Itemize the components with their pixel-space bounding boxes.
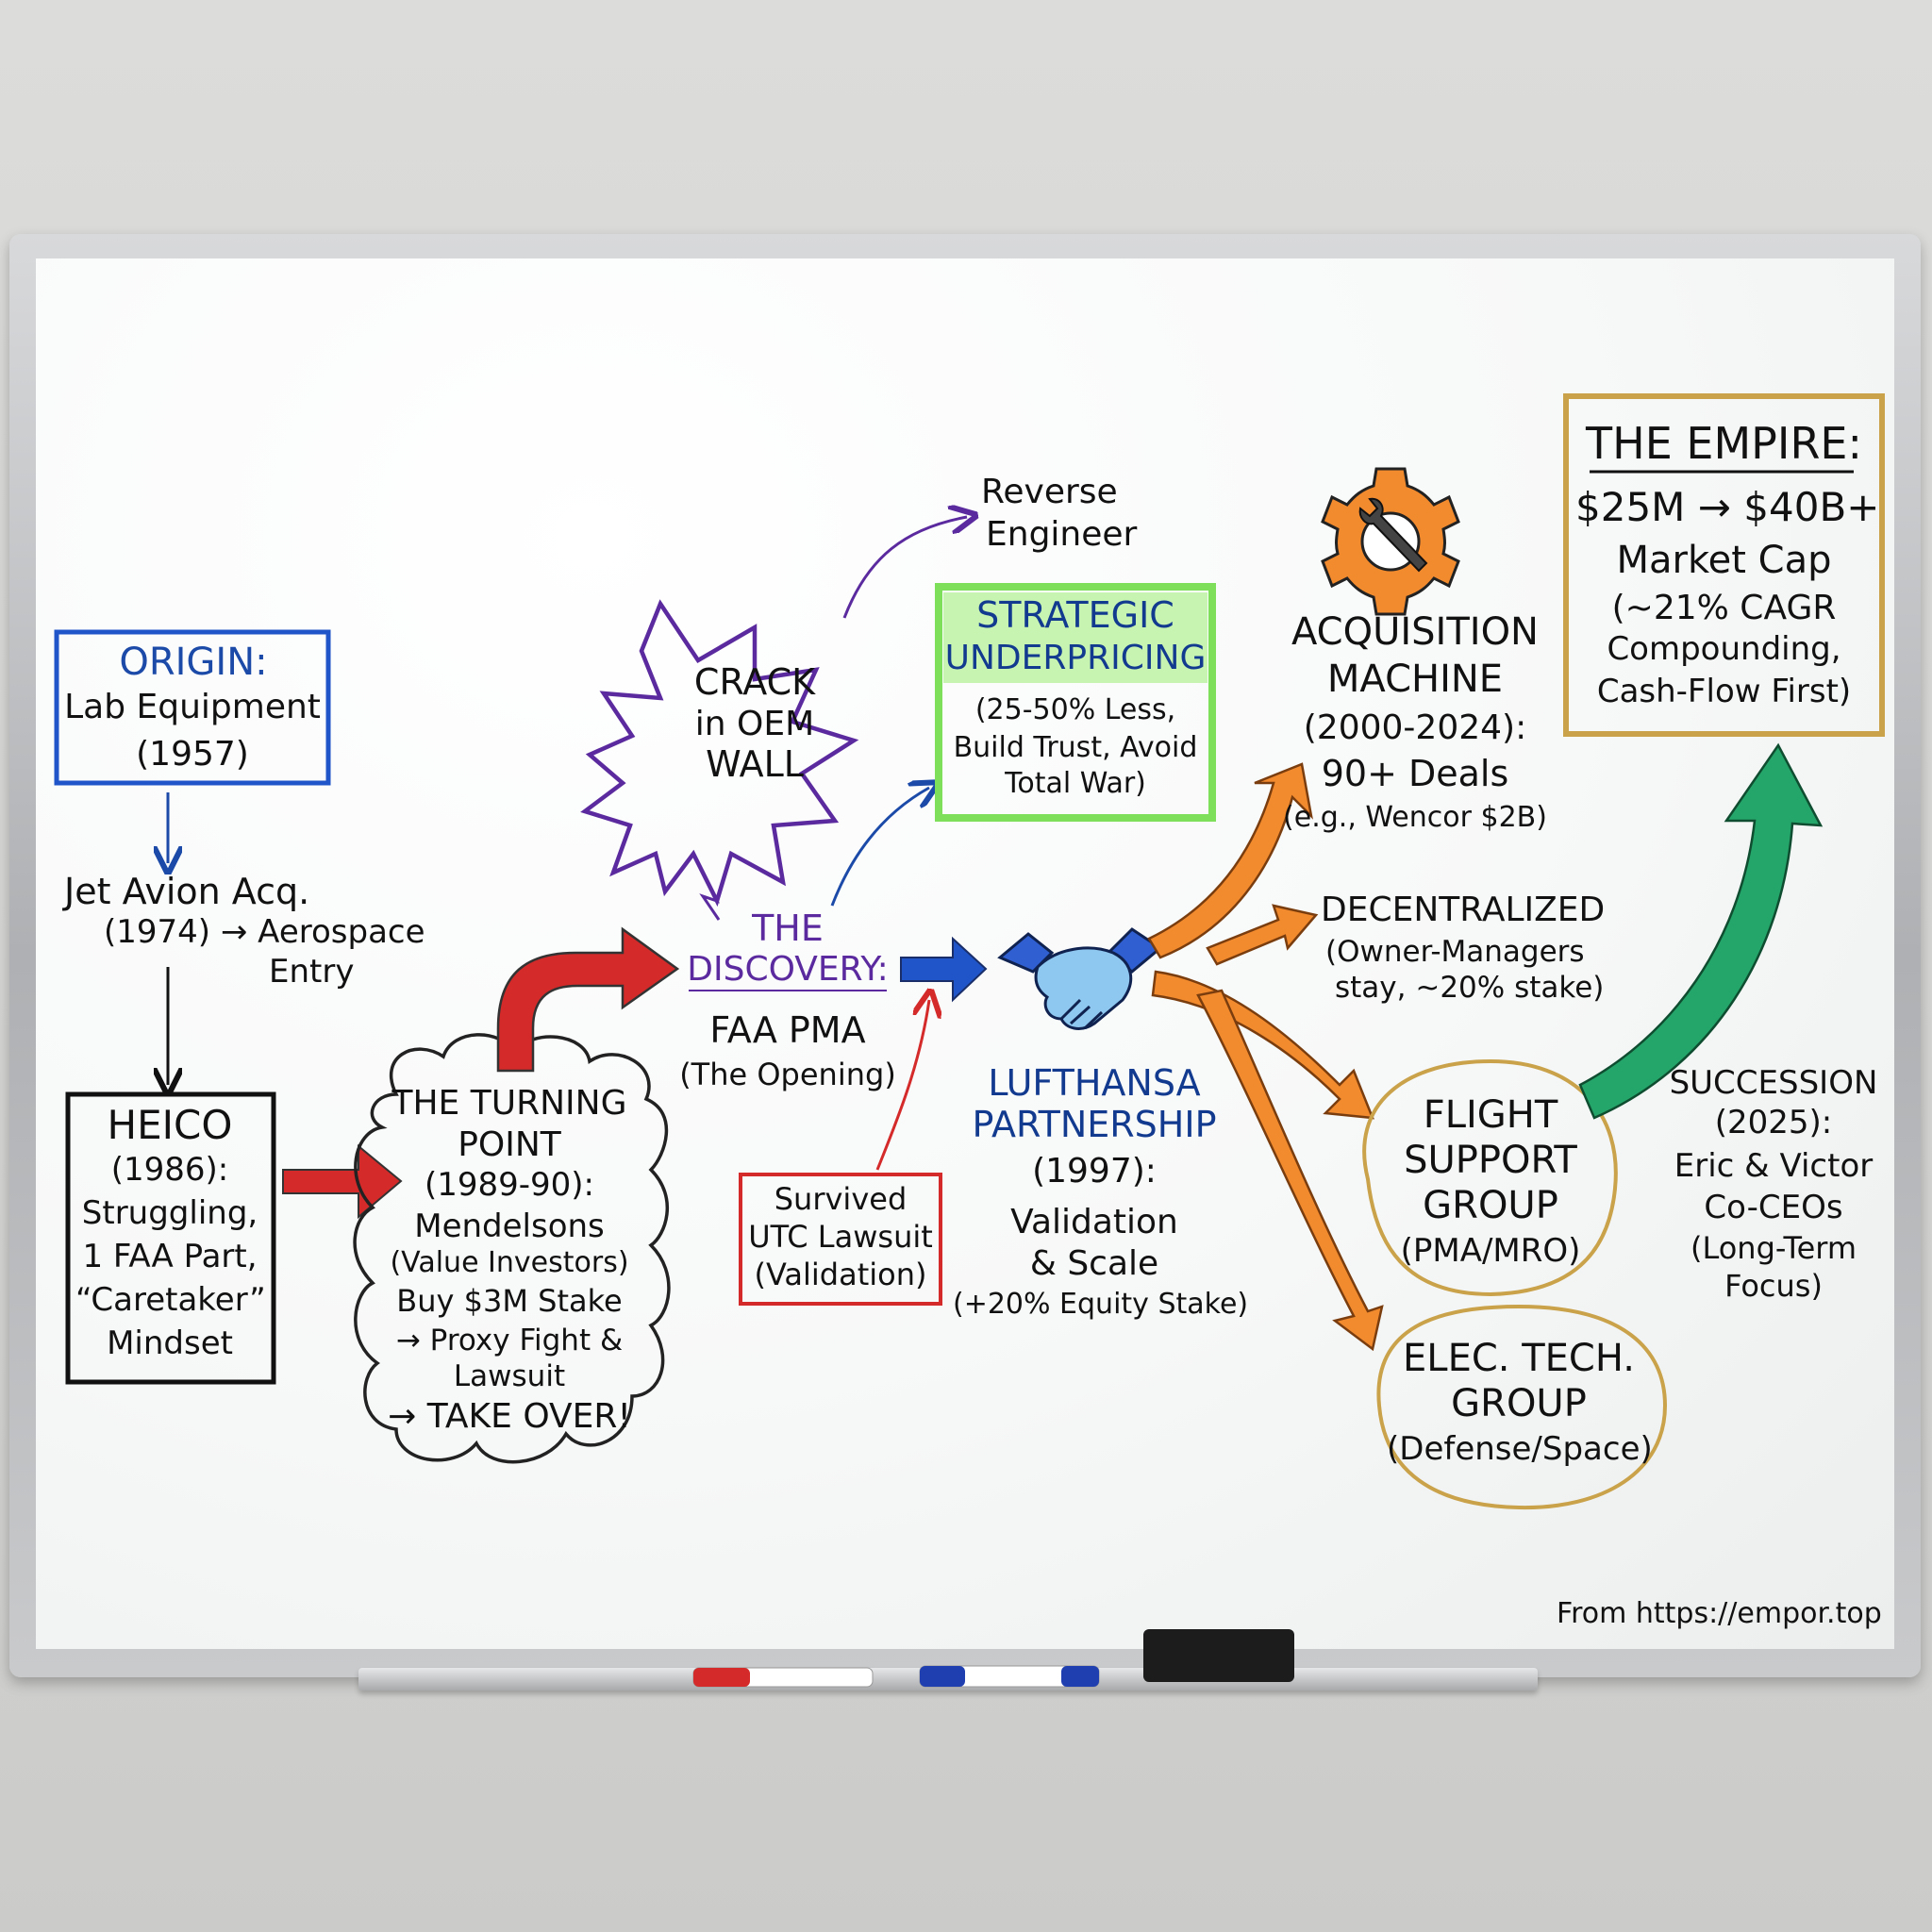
succession-line3: Co-CEOs <box>1704 1189 1843 1226</box>
strategic-line2: Build Trust, Avoid <box>953 731 1198 764</box>
succession-line4: (Long-Term <box>1690 1230 1857 1266</box>
handshake-icon <box>997 927 1163 1030</box>
turning-point-cloud <box>353 1033 671 1464</box>
turning-line3: (1989-90): <box>424 1166 595 1204</box>
arrow-heico-turning <box>282 1143 403 1220</box>
heico-line4: “Caretaker” <box>75 1281 266 1319</box>
discovery-line2: (The Opening) <box>679 1057 896 1092</box>
red-marker <box>692 1667 874 1688</box>
gear-icon <box>1321 467 1460 616</box>
empire-title: THE EMPIRE: <box>1586 418 1862 469</box>
succession-line1: (2025): <box>1714 1104 1833 1141</box>
jet-avion-line2: (1974) → Aerospace <box>104 913 425 951</box>
empire-line4: Compounding, <box>1607 630 1841 668</box>
acquisition-title2: MACHINE <box>1326 658 1504 701</box>
turning-line9: → TAKE OVER! <box>388 1397 631 1436</box>
acquisition-line1: (2000-2024): <box>1303 708 1527 747</box>
empire-line2: Market Cap <box>1616 539 1832 582</box>
lufthansa-title2: PARTNERSHIP <box>972 1104 1217 1145</box>
acquisition-line3: (e.g., Wencor $2B) <box>1283 801 1547 834</box>
decentralized-line2: stay, ~20% stake) <box>1335 971 1605 1005</box>
turning-line6: Buy $3M Stake <box>396 1283 623 1319</box>
utc-line3: (Validation) <box>754 1257 927 1292</box>
empire-box <box>1563 393 1885 737</box>
lufthansa-title1: LUFTHANSA <box>988 1062 1201 1104</box>
jet-avion-line1: Jet Avion Acq. <box>64 871 310 912</box>
origin-line2: (1957) <box>136 735 249 774</box>
heico-line3: 1 FAA Part, <box>82 1238 258 1275</box>
turning-line4: Mendelsons <box>414 1208 605 1245</box>
elec-tech-circle <box>1376 1304 1668 1510</box>
decentralized-line1: (Owner-Managers <box>1325 935 1585 969</box>
origin-line1: Lab Equipment <box>64 688 321 726</box>
blue-marker <box>919 1665 1100 1688</box>
heico-box <box>65 1091 276 1385</box>
elec-line1: ELEC. TECH. <box>1403 1337 1635 1380</box>
flight-line2: SUPPORT <box>1404 1139 1577 1182</box>
strategic-line1: (25-50% Less, <box>974 693 1176 726</box>
turning-line5: (Value Investors) <box>390 1246 629 1279</box>
crack-line2: in OEM <box>694 705 815 743</box>
succession-title: SUCCESSION <box>1669 1064 1878 1102</box>
origin-box <box>54 629 331 786</box>
flight-line3: GROUP <box>1423 1184 1558 1227</box>
turning-line2: POINT <box>458 1125 561 1164</box>
eraser <box>1143 1629 1294 1682</box>
turning-line1: THE TURNING <box>391 1084 627 1123</box>
acquisition-line2: 90+ Deals <box>1321 753 1509 794</box>
arrow-decentralized <box>1206 904 1319 966</box>
elec-line3: (Defense/Space) <box>1387 1430 1653 1468</box>
strategic-line3: Total War) <box>1005 767 1146 800</box>
crack-tail <box>691 853 721 921</box>
arrow-reverse-engineer <box>842 517 967 619</box>
empire-line3: (~21% CAGR <box>1611 589 1837 627</box>
utc-line2: UTC Lawsuit <box>748 1219 933 1255</box>
utc-box <box>739 1173 942 1306</box>
strategic-title2: UNDERPRICING <box>944 639 1207 677</box>
heico-line2: Struggling, <box>81 1194 258 1232</box>
arrow-utc-discovery <box>875 1000 929 1171</box>
crack-line1: CRACK <box>693 661 816 703</box>
empire-line1: $25M → $40B+ <box>1575 484 1880 530</box>
discovery-title1: THE <box>752 908 824 949</box>
discovery-line1: FAA PMA <box>709 1009 866 1051</box>
source-credit: From https://empor.top <box>1557 1597 1882 1630</box>
arrow-acquisition <box>1147 762 1313 959</box>
heico-title: HEICO <box>107 1102 233 1148</box>
arrow-turning-discovery <box>496 926 680 1073</box>
turning-line8: Lawsuit <box>453 1359 566 1393</box>
heico-line1: (1986): <box>110 1151 229 1189</box>
reverse-line1: Reverse <box>981 473 1118 511</box>
strategic-title-highlight <box>943 592 1208 683</box>
elec-line2: GROUP <box>1451 1382 1587 1425</box>
arrow-discovery-handshake <box>900 936 988 1003</box>
jet-avion-line3: Entry <box>269 953 355 991</box>
succession-line2: Eric & Victor <box>1674 1147 1874 1185</box>
flight-support-circle <box>1362 1058 1618 1297</box>
turning-line7: → Proxy Fight & <box>395 1324 624 1357</box>
acquisition-title1: ACQUISITION <box>1291 610 1539 654</box>
heico-line5: Mindset <box>107 1324 233 1362</box>
crack-line3: WALL <box>706 743 804 785</box>
arrow-elec-tech <box>1196 989 1384 1352</box>
flight-line4: (PMA/MRO) <box>1400 1232 1581 1270</box>
strategic-title1: STRATEGIC <box>976 594 1174 636</box>
arrow-strategic <box>830 788 929 907</box>
strategic-box <box>935 583 1216 822</box>
reverse-line2: Engineer <box>986 515 1138 554</box>
lufthansa-line3: & Scale <box>1029 1244 1159 1283</box>
lufthansa-line1: (1997): <box>1032 1152 1157 1191</box>
utc-line1: Survived <box>774 1181 908 1217</box>
lufthansa-line4: (+20% Equity Stake) <box>953 1288 1249 1321</box>
succession-line5: Focus) <box>1724 1268 1823 1304</box>
lufthansa-line2: Validation <box>1010 1203 1178 1241</box>
flight-line1: FLIGHT <box>1423 1093 1558 1137</box>
discovery-title2: DISCOVERY: <box>687 950 889 989</box>
empire-line5: Cash-Flow First) <box>1596 673 1852 710</box>
origin-title: ORIGIN: <box>119 641 268 684</box>
decentralized-title: DECENTRALIZED <box>1321 891 1606 929</box>
arrow-empire <box>1578 742 1824 1120</box>
